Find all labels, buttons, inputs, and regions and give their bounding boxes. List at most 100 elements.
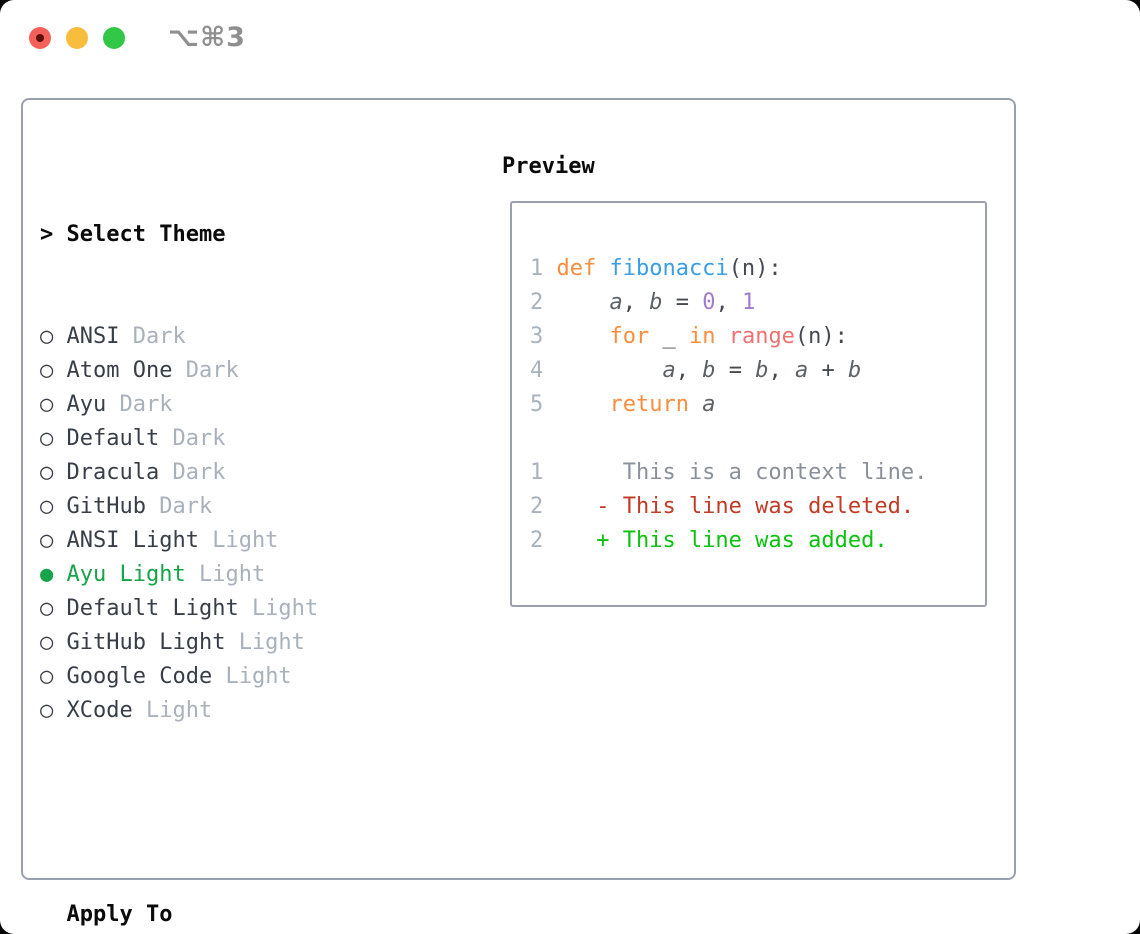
theme-picker-panel: > Select Theme ○ ANSI Dark○ Atom One Dar… xyxy=(21,98,1016,927)
theme-variant-badge: Light xyxy=(145,698,213,723)
theme-name: GitHub xyxy=(66,494,160,519)
radio-unselected-icon: ○ xyxy=(40,460,67,485)
radio-unselected-icon: ○ xyxy=(40,392,67,417)
line-number: 2 xyxy=(530,494,544,519)
token-var: b xyxy=(649,290,663,315)
theme-option-google-code[interactable]: ○ Google Code Light xyxy=(40,660,411,694)
theme-variant-badge: Light xyxy=(251,596,319,621)
token-var: a xyxy=(702,392,716,417)
preview-title: Preview xyxy=(502,154,595,179)
theme-variant-badge: Light xyxy=(212,528,279,553)
token-num: 1 xyxy=(741,290,756,315)
theme-name: Atom One xyxy=(66,358,186,383)
line-number: 2 xyxy=(530,290,544,315)
keyboard-shortcut-label: ⌥⌘3 xyxy=(168,22,246,53)
radio-selected-icon: ● xyxy=(40,562,67,587)
theme-name: Ayu Light xyxy=(66,562,199,587)
radio-unselected-icon: ○ xyxy=(40,358,67,383)
apply-to-header: Apply To xyxy=(66,902,173,927)
theme-option-ayu[interactable]: ○ Ayu Dark xyxy=(40,388,411,422)
preview-code-line xyxy=(530,422,985,456)
close-button[interactable] xyxy=(29,27,51,49)
theme-option-dracula[interactable]: ○ Dracula Dark xyxy=(40,456,411,490)
token-var: a xyxy=(609,290,623,315)
theme-variant-badge: Light xyxy=(225,664,292,689)
radio-unselected-icon: ○ xyxy=(40,324,67,349)
token-add: + This line was added. xyxy=(556,528,888,553)
theme-picker-left-column: > Select Theme ○ ANSI Dark○ Atom One Dar… xyxy=(40,150,411,934)
theme-option-github[interactable]: ○ GitHub Dark xyxy=(40,490,411,524)
preview-code-line: 2 a, b = 0, 1 xyxy=(530,286,985,320)
select-theme-title: Select Theme xyxy=(66,222,226,247)
theme-name: GitHub Light xyxy=(66,630,239,655)
zoom-button[interactable] xyxy=(103,27,125,49)
line-number: 3 xyxy=(530,324,544,349)
focus-prompt-caret: > xyxy=(40,222,67,247)
theme-name: Ayu xyxy=(66,392,120,417)
token-var: a xyxy=(662,358,676,383)
theme-name: Default xyxy=(66,426,173,451)
spacer xyxy=(40,796,411,830)
line-number: 2 xyxy=(530,528,544,553)
theme-option-atom-one[interactable]: ○ Atom One Dark xyxy=(40,354,411,388)
theme-option-default-light[interactable]: ○ Default Light Light xyxy=(40,592,411,626)
preview-code-line: 5 return a xyxy=(530,388,985,422)
token-pun: , xyxy=(675,358,703,383)
preview-code-line: 3 for _ in range(n): xyxy=(530,320,985,354)
theme-variant-badge: Dark xyxy=(172,426,226,451)
token-pun xyxy=(556,392,609,417)
token-pun: (n): xyxy=(728,256,782,281)
theme-variant-badge: Light xyxy=(238,630,305,655)
theme-variant-badge: Dark xyxy=(159,494,213,519)
theme-variant-badge: Dark xyxy=(185,358,239,383)
theme-list: ○ ANSI Dark○ Atom One Dark○ Ayu Dark○ De… xyxy=(40,320,411,728)
theme-name: Google Code xyxy=(66,664,226,689)
radio-unselected-icon: ○ xyxy=(40,494,67,519)
token-pun: , xyxy=(715,290,742,315)
token-kw: def xyxy=(556,256,610,281)
minimize-button[interactable] xyxy=(66,27,88,49)
titlebar: ⌥⌘3 xyxy=(0,0,1140,76)
theme-name: Default Light xyxy=(66,596,252,621)
select-theme-header: > Select Theme xyxy=(40,218,411,252)
line-number: 5 xyxy=(530,392,544,417)
token-pun: = xyxy=(662,290,703,315)
token-var: b xyxy=(755,358,769,383)
radio-unselected-icon: ○ xyxy=(40,698,67,723)
theme-option-github-light[interactable]: ○ GitHub Light Light xyxy=(40,626,411,660)
token-pun: (n): xyxy=(794,324,848,349)
theme-name: ANSI Light xyxy=(66,528,213,553)
radio-unselected-icon: ○ xyxy=(40,630,67,655)
token-pun: , xyxy=(768,358,795,383)
theme-option-ansi-light[interactable]: ○ ANSI Light Light xyxy=(40,524,411,558)
token-rng: range xyxy=(728,324,795,349)
token-pun: = xyxy=(715,358,756,383)
token-pun: _ xyxy=(662,324,689,349)
preview-code-line: 4 a, b = b, a + b xyxy=(530,354,985,388)
radio-unselected-icon: ○ xyxy=(40,528,67,553)
theme-option-ansi[interactable]: ○ ANSI Dark xyxy=(40,320,411,354)
preview-code-line: 2 - This line was deleted. xyxy=(530,490,985,524)
line-number: 1 xyxy=(530,460,544,485)
token-pun xyxy=(556,290,609,315)
line-number: 1 xyxy=(530,256,544,281)
token-pun: + xyxy=(808,358,848,383)
radio-unselected-icon: ○ xyxy=(40,664,67,689)
theme-variant-badge: Dark xyxy=(172,460,226,485)
radio-unselected-icon: ○ xyxy=(40,426,67,451)
theme-option-ayu-light[interactable]: ● Ayu Light Light xyxy=(40,558,411,592)
token-pun: , xyxy=(622,290,650,315)
theme-name: XCode xyxy=(66,698,146,723)
theme-option-xcode[interactable]: ○ XCode Light xyxy=(40,694,411,728)
preview-code-line: 2 + This line was added. xyxy=(530,524,985,558)
token-kw: for xyxy=(609,324,663,349)
token-var: b xyxy=(702,358,716,383)
theme-variant-badge: Dark xyxy=(132,324,186,349)
token-num: 0 xyxy=(702,290,716,315)
token-pun xyxy=(556,358,662,383)
theme-name: Dracula xyxy=(66,460,173,485)
theme-option-default[interactable]: ○ Default Dark xyxy=(40,422,411,456)
token-ctx: This is a context line. xyxy=(556,460,928,485)
